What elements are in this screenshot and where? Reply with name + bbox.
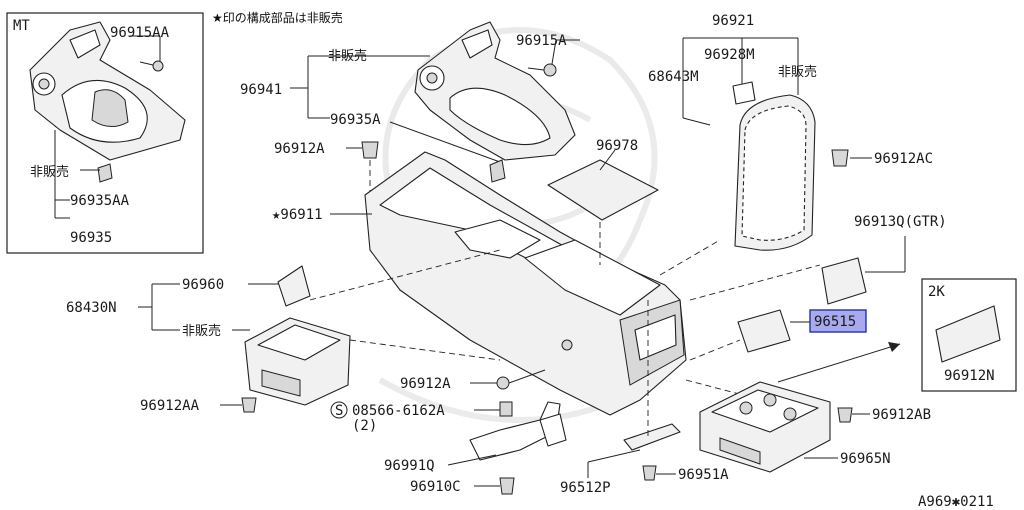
label-96991Q: 96991Q [384,458,435,474]
console-lid-96978-part [547,159,659,221]
label-96951A: 96951A [678,467,729,483]
label-mt-hihanbai: 非販売 [30,164,69,180]
inset-2k-frame [921,278,1017,392]
label-96935AA: 96935AA [70,193,130,209]
label-96921: 96921 [712,13,754,29]
label-68643M: 68643M [648,69,699,85]
label-96965N: 96965N [840,451,891,467]
shift-trim-panel-part [414,21,576,161]
label-96911: ★96911 [272,207,323,223]
label-96915A: 96915A [516,33,567,49]
ashtray-unit-68430N-part [244,317,351,406]
cup-holder-96515-part [737,309,791,353]
label-96978: 96978 [596,138,638,154]
label-hihanbai-3: 非販売 [182,323,221,339]
header-note: ★印の構成部品は非販売 [212,10,343,25]
screw-96912A-top-icon [346,141,379,159]
label-96915AA: 96915AA [110,25,170,41]
screw-96912AA-icon [241,397,257,413]
panel-96912N-part [935,305,1001,363]
label-96912AC: 96912AC [874,151,933,167]
label-68430N: 68430N [66,300,117,316]
label-96912A-top: 96912A [274,141,325,157]
label-96512P: 96512P [560,480,611,496]
label-s-circle: S [335,403,343,419]
mt-screw-icon [139,60,164,72]
highlight-96515[interactable] [809,309,867,333]
inset-mt: MT 96915AA 非販売 96935AA 96935 [6,12,204,254]
footer-code: A969✱0211 [918,494,994,510]
mt-clip-icon [97,163,113,183]
lid-96960-part [277,265,311,307]
label-08566-qty: (2) [352,418,377,434]
label-96935A: 96935A [330,112,381,128]
label-96912N: 96912N [944,368,995,384]
bracket-96991Q-part [469,401,567,461]
trim-96512P-part [623,423,681,451]
screw-96912AB-icon [837,407,853,423]
inset-2k-title: 2K [928,284,945,300]
clip-96935A-icon [489,159,506,183]
label-96941: 96941 [240,82,282,98]
center-console-main-part [364,151,687,416]
inset-mt-frame [6,12,204,254]
inset-2k: 2K 96912N [921,278,1017,392]
screw-96912A-mid-icon [496,369,546,390]
hinge-96928M-icon [732,81,756,105]
screw-96912AC-icon [831,149,849,167]
label-96960: 96960 [182,277,224,293]
label-hihanbai-2: 非販売 [778,64,817,80]
label-hihanbai-1: 非販売 [328,48,367,64]
label-96913Q: 96913Q(GTR) [854,214,947,230]
mt-console-trim-part [29,21,186,161]
armrest-96921-part [734,94,816,251]
screw-96951A-icon [642,465,657,481]
tray-96965N-part [699,381,831,473]
label-96912AB: 96912AB [872,407,931,423]
label-96912A-mid: 96912A [400,376,451,392]
s-circle-icon [330,401,348,419]
bolt-08566-icon [499,401,513,417]
label-96515[interactable]: 96515 [814,314,856,330]
panel-96913Q-part [821,257,867,305]
label-96910C: 96910C [410,479,461,495]
label-96935: 96935 [70,230,112,246]
label-96928M: 96928M [704,47,755,63]
label-96912AA: 96912AA [140,398,200,414]
label-08566: 08566-6162A [352,403,445,419]
screw-96915A-icon [527,63,557,77]
grommet-96910C-icon [499,477,515,495]
inset-mt-title: MT [13,18,30,34]
